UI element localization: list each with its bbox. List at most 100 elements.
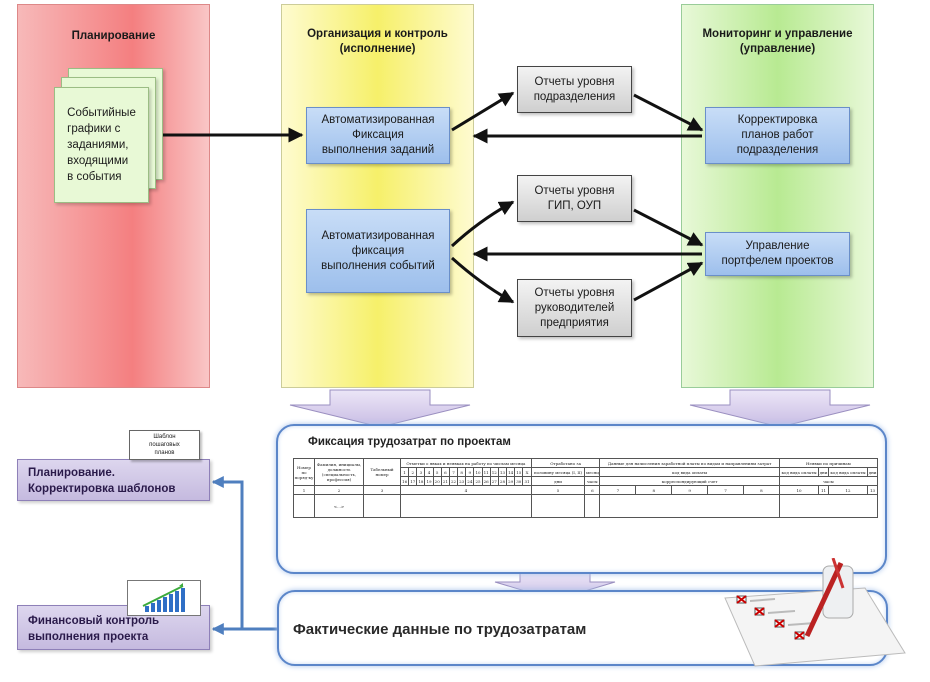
actual-data-title: Фактические данные по трудозатратам — [293, 621, 587, 638]
ts-abs-code: код вида оплаты — [778, 467, 820, 477]
monitoring-column-title: Мониторинг и управление (управление) — [702, 28, 853, 55]
ts-idx: 1 — [293, 485, 315, 495]
ts-day: 21 — [440, 476, 450, 486]
event-schedules-document: Событийные графики с заданиями, входящим… — [54, 87, 149, 203]
planning-correction-label: Планирование. Корректировка шаблонов — [28, 467, 176, 495]
planning-column-title: Планирование — [71, 30, 156, 42]
ts-col-pay: Данные для начисления заработной платы п… — [599, 458, 780, 468]
event-schedules-label: Событийные графики с заданиями, входящим… — [67, 107, 136, 183]
ts-idx: 9 — [671, 485, 709, 495]
organization-column: Организация и контроль (исполнение) — [281, 4, 474, 388]
ts-day: 18 — [416, 476, 426, 486]
down-arrow-right — [689, 389, 871, 428]
auto-tasks-box: Автоматизированная Фиксация выполнения з… — [306, 107, 450, 164]
ts-day: 6 — [440, 467, 450, 477]
ts-day: 16 — [399, 476, 410, 486]
monitoring-column: Мониторинг и управление (управление) — [681, 4, 874, 388]
report-gip-label: Отчеты уровня ГИП, ОУП — [534, 184, 615, 212]
arrow-gip-report-to-portfolio — [633, 208, 704, 247]
ts-col-num: Номер по поряд-ку — [293, 458, 315, 486]
ts-idx: 12 — [827, 485, 869, 495]
ts-day: 30 — [514, 476, 524, 486]
report-division-label: Отчеты уровня подразделения — [533, 75, 616, 103]
report-managers-label: Отчеты уровня руководителей предприятия — [534, 286, 615, 329]
ts-idx: 7 — [599, 485, 637, 495]
report-managers-doc: Отчеты уровня руководителей предприятия — [517, 279, 632, 337]
ts-day: 28 — [497, 476, 508, 486]
ts-paycode: код вида оплаты — [599, 467, 780, 477]
report-gip-doc: Отчеты уровня ГИП, ОУП — [517, 175, 632, 222]
ts-day: 9 — [465, 467, 475, 477]
ts-day: 10 — [473, 467, 483, 477]
feedback-to-planning — [211, 476, 244, 629]
checklist-illustration — [724, 558, 906, 667]
financial-control-label: Финансовый контроль выполнения проекта — [28, 615, 160, 643]
auto-events-box: Автоматизированная фиксация выполнения с… — [306, 209, 450, 293]
ts-abs-hours: часы — [778, 476, 878, 486]
ts-idx: 2 — [314, 485, 364, 495]
ts-corr: корреспондирующий счет — [599, 476, 780, 486]
ts-col-absence: Неявки по причинам — [778, 458, 878, 468]
ts-day: 26 — [481, 476, 491, 486]
ts-idx: 6 — [584, 485, 601, 495]
timesheet-form: Номер по поряд-ку Фамилия, инициалы, дол… — [293, 458, 878, 564]
portfolio-box: Управление портфелем проектов — [705, 232, 850, 276]
ts-day: 25 — [473, 476, 483, 486]
ts-idx: 8 — [635, 485, 673, 495]
ts-day: 14 — [506, 467, 516, 477]
ts-hours: часы — [584, 476, 601, 486]
ts-idx: 10 — [778, 485, 820, 495]
ts-day: 5 — [432, 467, 442, 477]
report-division-doc: Отчеты уровня подразделения — [517, 66, 632, 113]
ts-day: 22 — [448, 476, 459, 486]
ts-idx: 4 — [400, 485, 532, 495]
ts-day: 4 — [424, 467, 434, 477]
bar-chart-icon — [127, 580, 201, 616]
ts-idx: 5 — [530, 485, 586, 495]
ts-abs-days2: дни — [867, 467, 878, 477]
planning-correction-box: Планирование. Корректировка шаблонов — [17, 459, 210, 501]
auto-tasks-label: Автоматизированная Фиксация выполнения з… — [321, 114, 435, 156]
ts-day: 3 — [416, 467, 426, 477]
arrow-events-to-managers-report — [450, 256, 515, 304]
auto-events-label: Автоматизированная фиксация выполнения с… — [321, 229, 435, 272]
ts-day: 23 — [457, 476, 467, 486]
arrow-tasks-to-division-report — [451, 91, 515, 132]
ts-idx: 11 — [818, 485, 829, 495]
ts-days: дни — [530, 476, 586, 486]
correct-plans-label: Корректировка планов работ подразделения — [736, 114, 819, 156]
ts-day: 13 — [497, 467, 508, 477]
ts-day: 24 — [465, 476, 475, 486]
ts-col-tab: Табельный номер — [363, 458, 401, 486]
ts-day: X — [522, 467, 532, 477]
ts-day: 19 — [424, 476, 434, 486]
ts-abs-code2: код вида оплаты — [827, 467, 869, 477]
ts-day: 27 — [489, 476, 499, 486]
labor-fixation-panel: Фиксация трудозатрат по проектам Номер п… — [276, 424, 887, 574]
ts-half: половину месяца (I, II) — [530, 467, 586, 477]
ts-day: 2 — [408, 467, 418, 477]
ts-day: 8 — [457, 467, 467, 477]
ts-day: 31 — [522, 476, 532, 486]
ts-col-worked: Отработано за — [530, 458, 601, 468]
ts-day: 15 — [514, 467, 524, 477]
ts-day: 20 — [432, 476, 442, 486]
ts-placeholder: <...> — [314, 494, 364, 518]
template-note-label: Шаблон пошаговых планов — [149, 434, 180, 456]
ts-idx: 8 — [742, 485, 780, 495]
template-note: Шаблон пошаговых планов — [129, 430, 200, 460]
arrow-managers-report-to-portfolio — [633, 261, 704, 302]
portfolio-label: Управление портфелем проектов — [721, 240, 834, 267]
ts-day: 12 — [489, 467, 499, 477]
ts-day: 17 — [408, 476, 418, 486]
ts-idx: 7 — [707, 485, 744, 495]
arrow-division-report-to-correct — [633, 93, 704, 132]
ts-day: 1 — [399, 467, 410, 477]
ts-month: месяц — [584, 467, 601, 477]
ts-day: 7 — [448, 467, 459, 477]
ts-day: 11 — [481, 467, 491, 477]
ts-idx: 13 — [867, 485, 878, 495]
ts-idx: 3 — [363, 485, 401, 495]
correct-plans-box: Корректировка планов работ подразделения — [705, 107, 850, 164]
